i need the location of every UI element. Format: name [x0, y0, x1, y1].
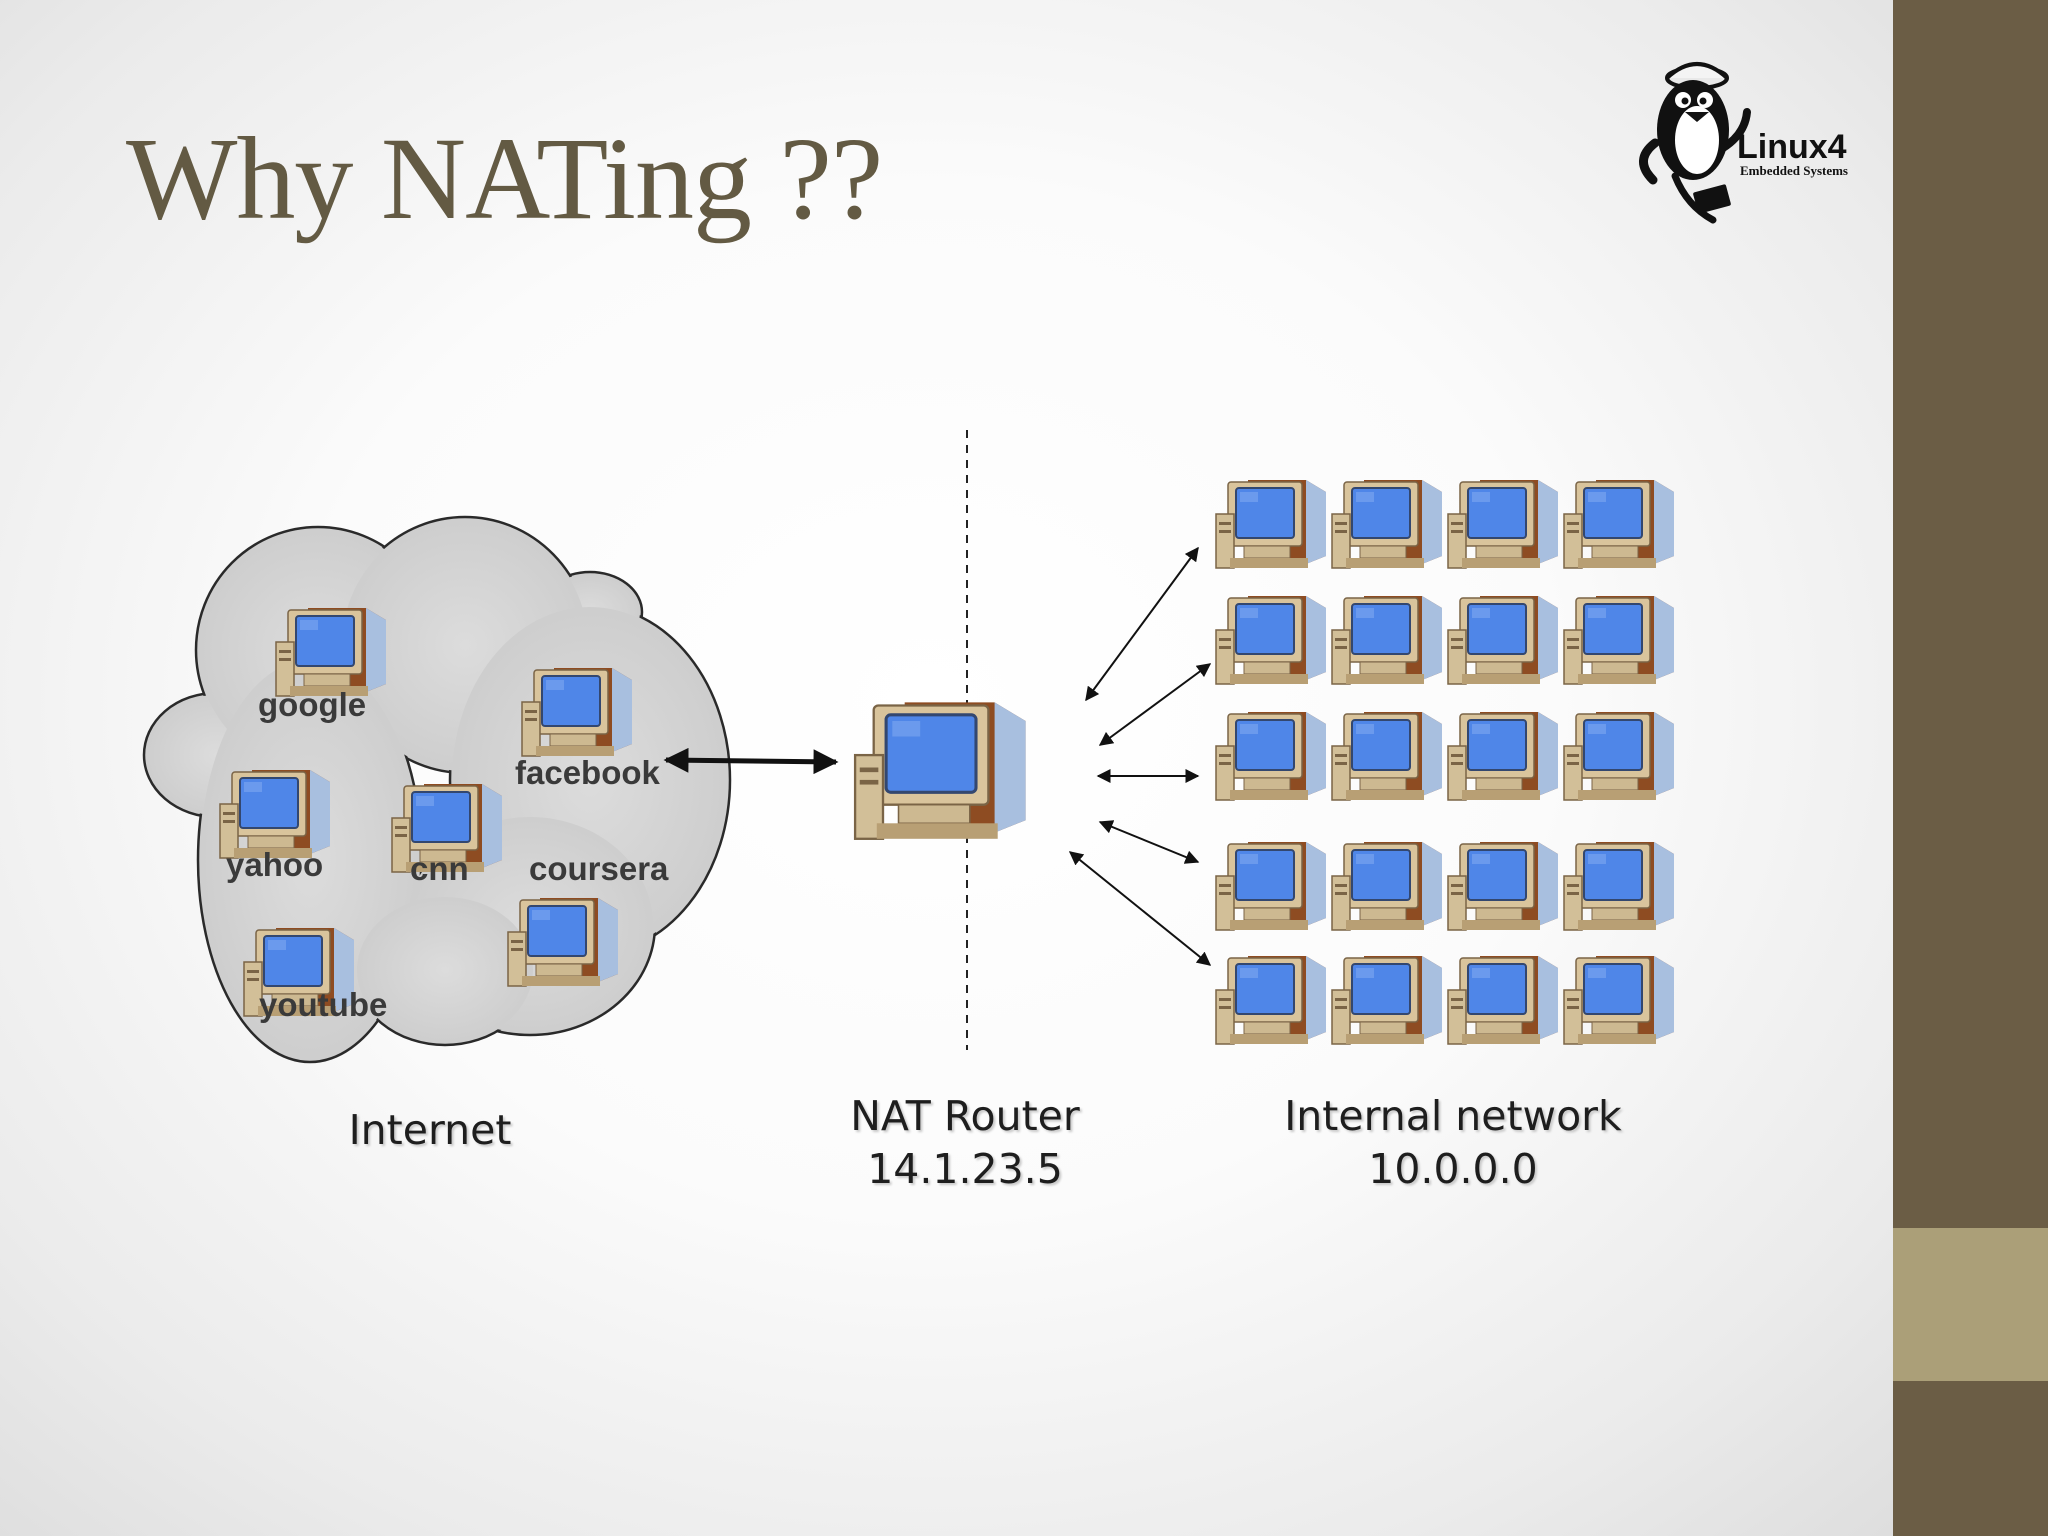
- internet-router-arrow: [663, 747, 839, 775]
- internal-computer-icon: [1447, 841, 1559, 931]
- internal-computer-icon: [1215, 955, 1327, 1045]
- side-bar-accent: [1893, 1228, 2048, 1381]
- internal-computer-icon: [1215, 841, 1327, 931]
- internal-network-grid: [1215, 479, 1675, 1045]
- site-label-yahoo: yahoo: [226, 846, 324, 883]
- internal-computer-icon: [1331, 841, 1443, 931]
- internal-computer-icon: [1563, 711, 1675, 801]
- internal-computer-icon: [1563, 595, 1675, 685]
- internal-computer-icon: [1331, 711, 1443, 801]
- yahoo-server-icon: [219, 769, 331, 859]
- site-label-coursera: coursera: [529, 850, 669, 887]
- internal-computer-icon: [1447, 479, 1559, 569]
- internal-computer-icon: [1447, 955, 1559, 1045]
- internet-caption: Internet: [330, 1104, 530, 1157]
- internal-computer-icon: [1331, 955, 1443, 1045]
- internal-ip: 10.0.0.0: [1368, 1145, 1538, 1194]
- internal-computer-icon: [1563, 479, 1675, 569]
- internal-computer-icon: [1215, 711, 1327, 801]
- site-label-cnn: cnn: [410, 850, 469, 887]
- site-label-google: google: [258, 686, 367, 723]
- internet-label: Internet: [348, 1106, 512, 1154]
- logo-subtitle: Embedded Systems: [1740, 163, 1848, 178]
- router-internal-arrows: [1068, 546, 1212, 966]
- router-caption: NAT Router 14.1.23.5: [790, 1090, 1140, 1197]
- router-ip: 14.1.23.5: [867, 1145, 1063, 1194]
- router-label: NAT Router: [850, 1092, 1080, 1140]
- facebook-server-icon: [521, 667, 633, 757]
- internal-computer-icon: [1563, 955, 1675, 1045]
- internal-computer-icon: [1215, 479, 1327, 569]
- internal-label: Internal network: [1284, 1092, 1622, 1140]
- slide-title: Why NATing ??: [126, 113, 883, 244]
- coursera-server-icon: [507, 897, 619, 987]
- internal-computer-icon: [1331, 595, 1443, 685]
- internal-computer-icon: [1563, 841, 1675, 931]
- internal-caption: Internal network 10.0.0.0: [1233, 1090, 1673, 1197]
- logo-name: Linux4: [1737, 128, 1847, 166]
- internal-computer-icon: [1447, 595, 1559, 685]
- linux4-logo: Linux4 Embedded Systems: [1639, 62, 1848, 224]
- internal-computer-icon: [1331, 479, 1443, 569]
- google-server-icon: [275, 607, 387, 697]
- internal-computer-icon: [1215, 595, 1327, 685]
- internal-computer-icon: [1447, 711, 1559, 801]
- site-label-youtube: youtube: [259, 986, 388, 1023]
- site-label-facebook: facebook: [515, 754, 660, 791]
- nat-router-icon: [853, 700, 1028, 841]
